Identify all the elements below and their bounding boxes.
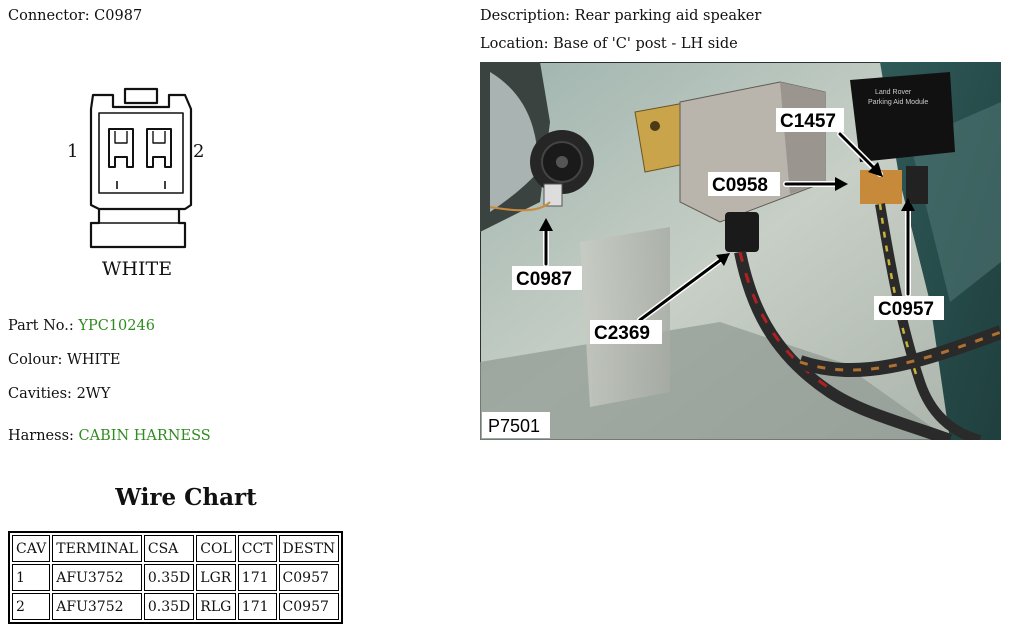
colour: Colour: WHITE <box>8 352 121 368</box>
part-number: Part No.: YPC10246 <box>8 318 155 334</box>
pin-1-label: 1 <box>67 141 78 162</box>
part-number-label: Part No.: <box>8 318 74 334</box>
connector-diagram: 1 2 WHITE <box>67 87 204 280</box>
callout-c0987: C0987 <box>516 269 572 290</box>
table-row: 2 AFU3752 0.35D RLG 171 C0957 <box>12 593 340 620</box>
cell-destn: C0957 <box>278 593 340 620</box>
location-photo: Land Rover Parking Aid Module C1457 C095… <box>480 62 1001 440</box>
cell-terminal: AFU3752 <box>52 593 142 620</box>
part-number-link[interactable]: YPC10246 <box>78 318 155 334</box>
harness-link[interactable]: CABIN HARNESS <box>78 428 211 444</box>
harness-label: Harness: <box>8 428 74 444</box>
colour-value: WHITE <box>66 352 121 368</box>
module-text-line1: Land Rover <box>875 89 912 96</box>
header-destn: DESTN <box>278 535 340 562</box>
cavities: Cavities: 2WY <box>8 386 110 402</box>
pin-2-label: 2 <box>193 141 204 162</box>
cell-cav: 2 <box>12 593 51 620</box>
connector-colour-label: WHITE <box>102 258 172 280</box>
wire-chart-title: Wire Chart <box>115 484 257 511</box>
cell-col: RLG <box>196 593 236 620</box>
colour-label: Colour: <box>8 352 63 368</box>
cavities-value: 2WY <box>76 386 111 402</box>
cell-terminal: AFU3752 <box>52 564 142 591</box>
header-cct: CCT <box>237 535 277 562</box>
location: Location: Base of 'C' post - LH side <box>480 36 738 52</box>
cell-cct: 171 <box>237 593 277 620</box>
cell-cct: 171 <box>237 564 277 591</box>
callout-c2369: C2369 <box>594 323 650 344</box>
header-terminal: TERMINAL <box>52 535 142 562</box>
photo-id-label: P7501 <box>488 416 540 436</box>
connector-id: Connector: C0987 <box>8 8 143 24</box>
cell-col: LGR <box>196 564 236 591</box>
cell-csa: 0.35D <box>143 593 195 620</box>
cell-csa: 0.35D <box>143 564 195 591</box>
cell-cav: 1 <box>12 564 51 591</box>
table-row: 1 AFU3752 0.35D LGR 171 C0957 <box>12 564 340 591</box>
cavities-label: Cavities: <box>8 386 72 402</box>
wire-chart-table: CAV TERMINAL CSA COL CCT DESTN 1 AFU3752… <box>8 531 344 624</box>
header-csa: CSA <box>143 535 195 562</box>
callout-c0958: C0958 <box>712 175 768 196</box>
table-header-row: CAV TERMINAL CSA COL CCT DESTN <box>12 535 340 562</box>
module-text-line2: Parking Aid Module <box>868 99 928 106</box>
description: Description: Rear parking aid speaker <box>480 8 762 24</box>
harness: Harness: CABIN HARNESS <box>8 428 211 444</box>
header-col: COL <box>196 535 236 562</box>
callout-c1457: C1457 <box>780 111 836 132</box>
header-cav: CAV <box>12 535 51 562</box>
callout-c0957: C0957 <box>878 299 934 320</box>
cell-destn: C0957 <box>278 564 340 591</box>
